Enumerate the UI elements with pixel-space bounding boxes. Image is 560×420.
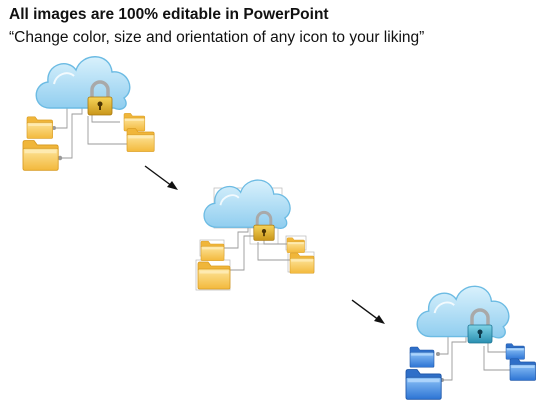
heading: All images are 100% editable in PowerPoi… [9,6,329,23]
arrow-icon [351,299,385,324]
stage-2 [195,179,315,291]
folder-icon [409,346,435,368]
cloud-icon [203,179,292,230]
arrow-icon [144,165,178,190]
folder-icon [197,261,231,290]
folder-icon [505,343,525,360]
stage-1 [22,55,155,171]
cloud-icon [416,285,510,339]
folder-icon [126,128,155,152]
folder-icon [289,252,315,274]
cloud-icon [35,55,131,111]
subheading: “Change color, size and orientation of a… [9,29,425,46]
folder-icon [509,358,536,381]
folder-icon [22,140,59,171]
folder-icon [286,237,305,253]
folder-icon [26,116,53,139]
folder-icon [405,369,442,400]
folder-icon [200,240,225,261]
stage-3 [405,285,536,400]
